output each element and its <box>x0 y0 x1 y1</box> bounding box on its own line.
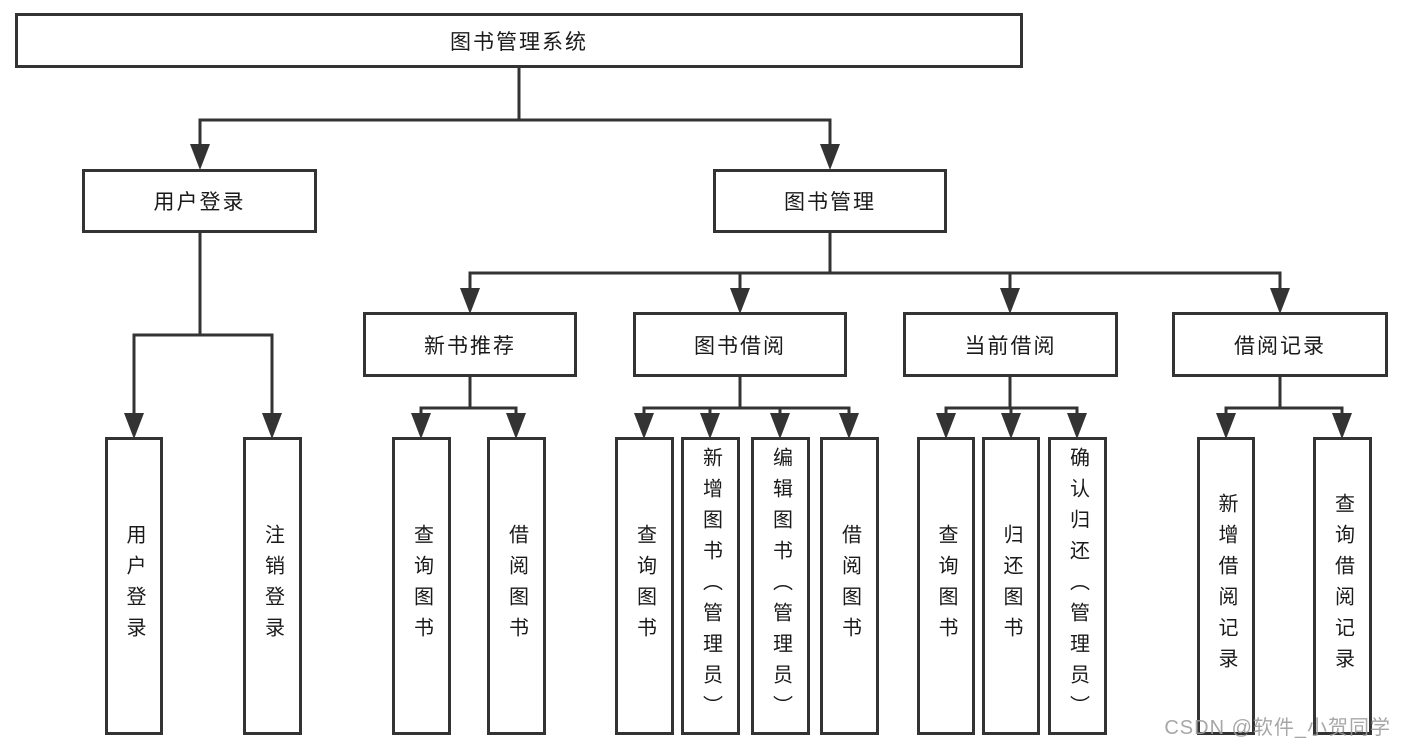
node-borrow-records-label: 借阅记录 <box>1234 334 1326 358</box>
node-current-borrow: 当前借阅 <box>903 312 1118 377</box>
node-book-management: 图书管理 <box>713 169 947 233</box>
connector-trunk <box>419 375 518 410</box>
leaf-query-books-current-label: 查询图书 <box>935 524 957 648</box>
arrow-head-icon <box>1216 413 1236 439</box>
arrow-head-icon <box>1332 413 1352 439</box>
arrow-head-icon <box>1270 288 1290 314</box>
leaf-return-book-label: 归还图书 <box>1000 524 1022 648</box>
leaf-query-books-recommend: 查询图书 <box>392 437 451 735</box>
node-book-borrow-label: 图书借阅 <box>694 334 786 358</box>
leaf-confirm-return-admin: 确认归还（管理员） <box>1048 437 1107 735</box>
leaf-edit-book-admin: 编辑图书（管理员） <box>751 437 810 735</box>
node-book-borrow: 图书借阅 <box>633 312 847 377</box>
connector-trunk <box>132 231 274 337</box>
arrow-head-icon <box>839 413 859 439</box>
node-new-book-recommend-label: 新书推荐 <box>424 334 516 358</box>
arrow-head-icon <box>262 413 282 439</box>
leaf-query-books-borrow-label: 查询图书 <box>633 524 656 648</box>
node-borrow-records: 借阅记录 <box>1172 312 1388 377</box>
leaf-query-books-current: 查询图书 <box>917 437 975 735</box>
connector-trunk <box>1224 375 1344 410</box>
node-current-borrow-label: 当前借阅 <box>964 334 1057 358</box>
node-new-book-recommend: 新书推荐 <box>363 312 577 377</box>
connector-trunk <box>468 231 1282 275</box>
leaf-add-book-admin: 新增图书（管理员） <box>681 437 740 735</box>
arrow-head-icon <box>1001 413 1021 439</box>
arrow-head-icon <box>700 413 720 439</box>
node-user-login-label: 用户登录 <box>153 191 246 214</box>
arrow-head-icon <box>506 413 526 439</box>
connector-trunk <box>642 375 851 410</box>
leaf-query-borrow-record: 查询借阅记录 <box>1313 437 1372 735</box>
leaf-query-books-recommend-label: 查询图书 <box>410 524 433 648</box>
leaf-add-borrow-record-label: 新增借阅记录 <box>1215 493 1237 679</box>
leaf-borrow-books-recommend: 借阅图书 <box>487 437 546 735</box>
leaf-user-login: 用户登录 <box>105 437 163 735</box>
leaf-logout-login-label: 注销登录 <box>261 524 284 648</box>
arrow-head-icon <box>634 413 654 439</box>
arrow-head-icon <box>124 413 144 439</box>
arrow-head-icon <box>730 288 750 314</box>
arrow-head-icon <box>770 413 790 439</box>
leaf-confirm-return-admin-label: 确认归还（管理员） <box>1066 446 1089 726</box>
leaf-borrow-books-recommend-label: 借阅图书 <box>505 524 528 648</box>
csdn-watermark: CSDN @软件_小贺同学 <box>1164 717 1391 739</box>
leaf-add-borrow-record: 新增借阅记录 <box>1197 437 1255 735</box>
connector-trunk <box>198 66 832 122</box>
leaf-query-books-borrow: 查询图书 <box>615 437 674 735</box>
leaf-borrow-books-2-label: 借阅图书 <box>838 524 861 648</box>
node-root: 图书管理系统 <box>15 13 1023 68</box>
leaf-logout-login: 注销登录 <box>243 437 302 735</box>
arrow-head-icon <box>411 413 431 439</box>
arrow-head-icon <box>936 413 956 439</box>
arrow-head-icon <box>190 144 210 170</box>
node-book-management-label: 图书管理 <box>784 191 876 214</box>
arrow-head-icon <box>1000 288 1020 314</box>
leaf-user-login-label: 用户登录 <box>123 524 145 648</box>
arrow-head-icon <box>1067 413 1087 439</box>
node-user-login: 用户登录 <box>82 169 317 233</box>
leaf-return-book: 归还图书 <box>982 437 1040 735</box>
node-root-label: 图书管理系统 <box>450 30 588 54</box>
connector-trunk <box>944 375 1079 410</box>
arrow-head-icon <box>820 144 840 170</box>
leaf-add-book-admin-label: 新增图书（管理员） <box>699 446 722 726</box>
leaf-borrow-books-2: 借阅图书 <box>820 437 879 735</box>
leaf-edit-book-admin-label: 编辑图书（管理员） <box>769 446 792 726</box>
leaf-query-borrow-record-label: 查询借阅记录 <box>1331 493 1354 679</box>
arrow-head-icon <box>460 288 480 314</box>
